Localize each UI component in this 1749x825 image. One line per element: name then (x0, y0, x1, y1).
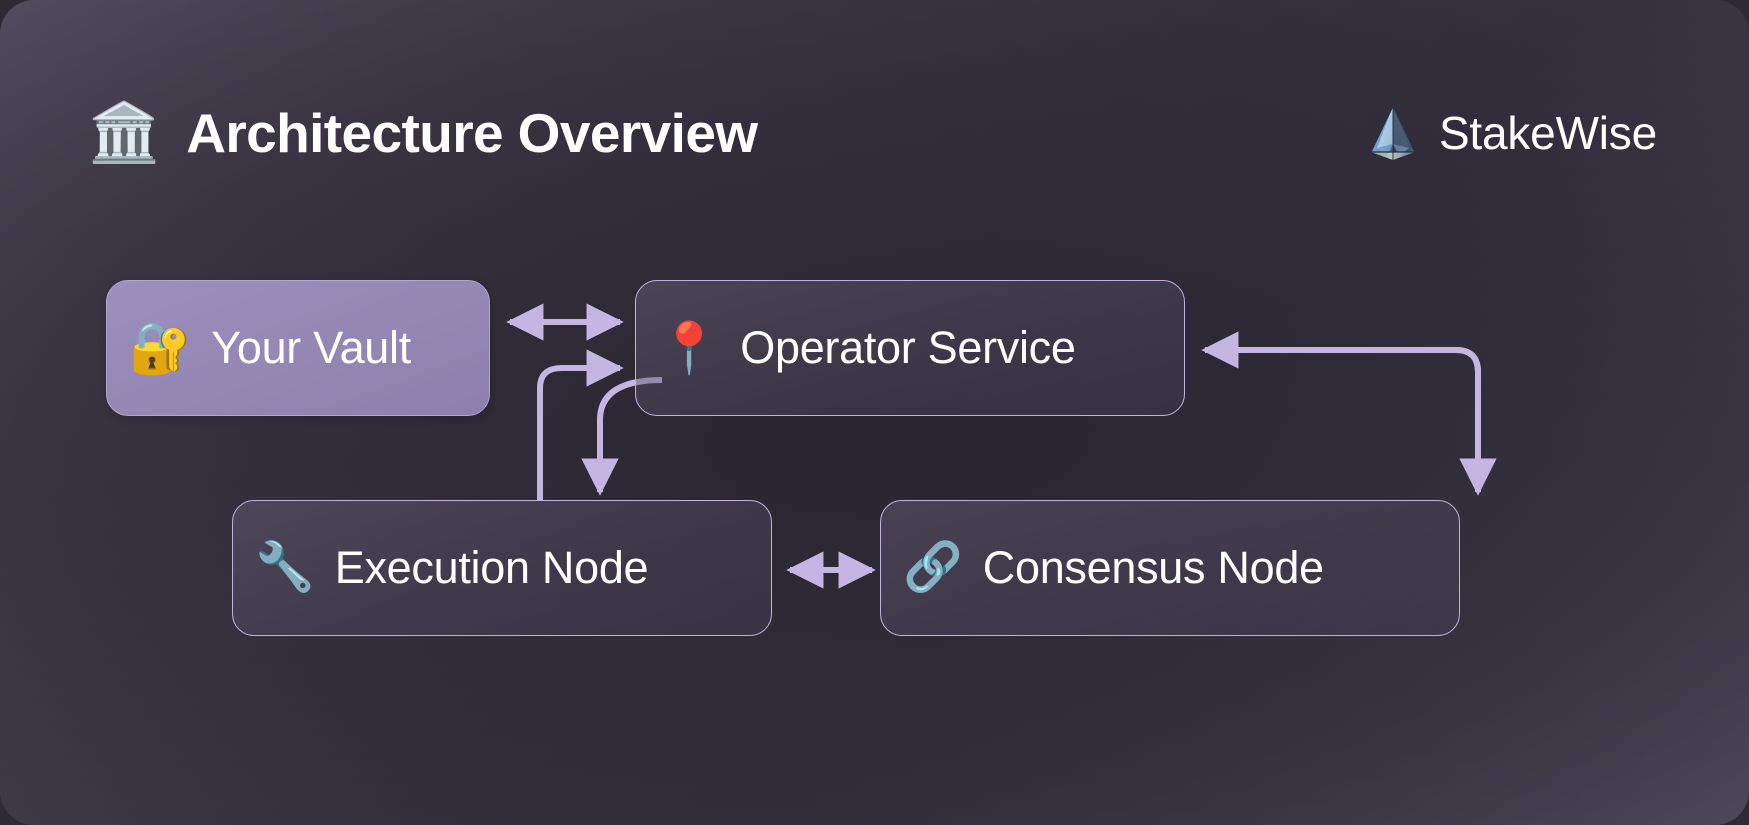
stakewise-pyramid-logo (1369, 105, 1416, 160)
node-label-consensus-node: Consensus Node (982, 542, 1324, 593)
edge-operator-consensus (1390, 347, 1497, 496)
node-label-operator-service: Operator Service (740, 322, 1076, 373)
safe-vault-icon: 🔐 (129, 320, 192, 376)
node-label-your-vault: Your Vault (211, 322, 411, 373)
classical-building-icon: 🏛️ (88, 100, 161, 165)
map-pin-icon: 📍 (658, 320, 721, 376)
node-label-execution-node: Execution Node (334, 542, 649, 593)
node-operator-service[interactable]: 📍 Operator Service (635, 280, 1185, 416)
brand-logo: StakeWise (1365, 104, 1657, 162)
page-title: Architecture Overview (186, 102, 758, 164)
wrench-icon: 🔧 (255, 541, 315, 594)
title-group: 🏛️ Architecture Overview (88, 100, 758, 165)
chain-link-icon: 🔗 (903, 541, 963, 594)
node-consensus-node[interactable]: 🔗 Consensus Node (880, 500, 1460, 636)
brand-name: StakeWise (1438, 107, 1657, 159)
node-execution-node[interactable]: 🔧 Execution Node (232, 500, 772, 636)
edge-execution-operator (537, 349, 624, 500)
edge-consensus-operator (1201, 331, 1481, 420)
diagram-header: 🏛️ Architecture Overview (88, 84, 1663, 182)
node-your-vault[interactable]: 🔐 Your Vault (106, 280, 490, 416)
